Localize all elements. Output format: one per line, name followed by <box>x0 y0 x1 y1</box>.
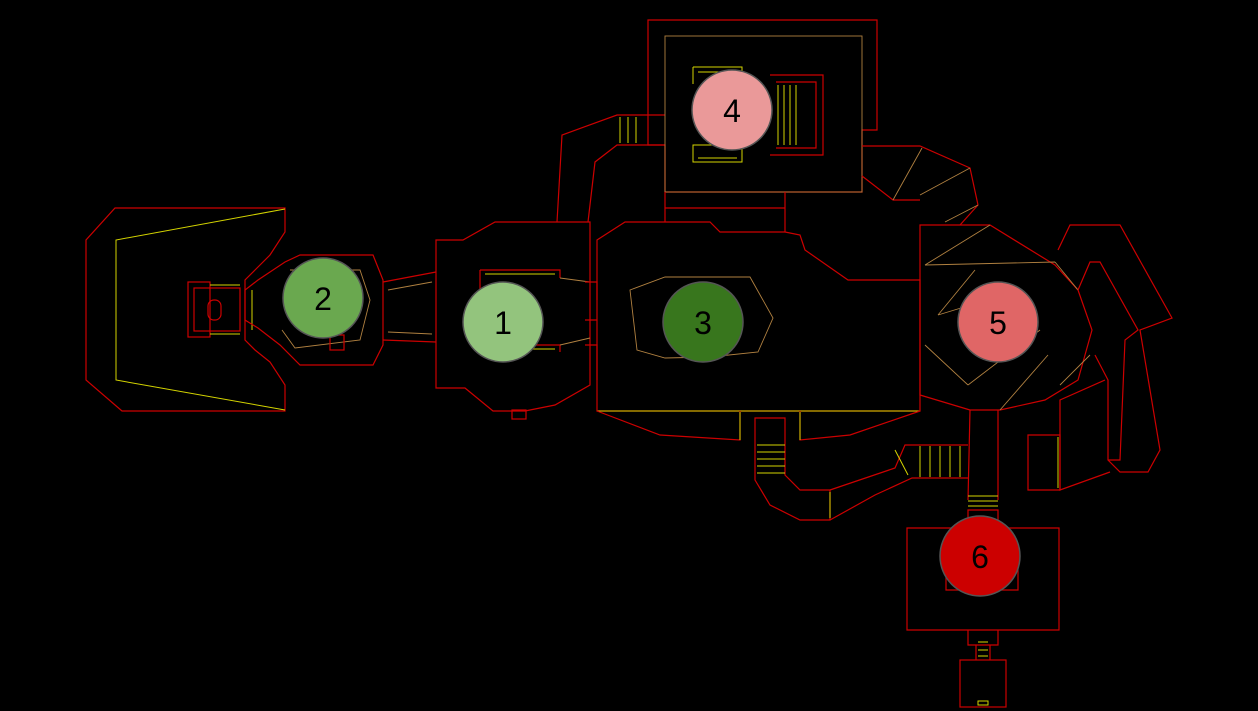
marker-1-circle[interactable] <box>462 281 544 363</box>
marker-2-circle[interactable] <box>282 257 364 339</box>
west-alcove <box>187 281 211 338</box>
marker-3-circle[interactable] <box>662 281 744 363</box>
marker-6-circle[interactable] <box>939 515 1021 597</box>
room-3-south-annex <box>596 410 921 441</box>
room-4-south-exit <box>664 192 786 232</box>
room-3-pit <box>629 276 774 359</box>
room-4-stairs <box>777 85 797 145</box>
room-1-wall <box>435 221 591 412</box>
west-hall-wall <box>85 207 286 412</box>
room-5-east-inner <box>1059 261 1139 491</box>
corridor-5-6-steps <box>968 495 998 507</box>
west-alcove-steps <box>210 284 253 335</box>
south-corridor-wall <box>829 444 968 521</box>
room-4-inner <box>664 35 863 193</box>
room-6-exit <box>967 630 999 660</box>
north-passage-steps <box>619 117 637 143</box>
south-stairwell <box>754 417 831 521</box>
marker-4[interactable]: 4 <box>691 69 773 151</box>
corridor-2-1-floor <box>387 281 433 335</box>
marker-3[interactable]: 3 <box>662 281 744 363</box>
room-5 <box>919 224 1173 491</box>
corridor-2-1 <box>382 271 437 343</box>
south-corridor-steps <box>829 446 961 518</box>
north-passage <box>556 114 665 223</box>
room-6-exit-steps <box>978 641 988 657</box>
room-3-wall <box>596 221 921 412</box>
east-connector-floor <box>892 147 979 223</box>
room-4 <box>647 19 878 232</box>
room-4-stairs-frame <box>770 74 824 156</box>
door-1-3 <box>585 281 598 380</box>
west-hall <box>85 207 286 412</box>
room-5-south-box <box>1027 434 1061 491</box>
room-3 <box>596 221 921 441</box>
west-hall-ledge <box>115 208 286 411</box>
room-5-wall <box>919 224 1093 411</box>
room-1-niche <box>511 409 527 420</box>
exit-switch <box>977 700 989 706</box>
exit-chamber <box>959 659 1007 708</box>
south-corridor <box>754 417 968 521</box>
east-connector <box>861 145 979 226</box>
room-3-south-annex-ledge <box>739 412 801 440</box>
marker-1[interactable]: 1 <box>462 281 544 363</box>
marker-6[interactable]: 6 <box>939 515 1021 597</box>
marker-5[interactable]: 5 <box>957 281 1039 363</box>
marker-2[interactable]: 2 <box>282 257 364 339</box>
room-2-wall <box>244 254 384 366</box>
south-stairs <box>757 444 785 474</box>
room-markers: 1 2 3 4 5 6 <box>282 69 1039 597</box>
west-alcove-inner <box>193 287 241 332</box>
marker-4-circle[interactable] <box>691 69 773 151</box>
room-5-east-lobe <box>1057 224 1173 473</box>
room-1-floor <box>559 277 591 346</box>
marker-5-circle[interactable] <box>957 281 1039 363</box>
corridor-5-6 <box>967 409 999 501</box>
west-switch <box>207 299 222 321</box>
